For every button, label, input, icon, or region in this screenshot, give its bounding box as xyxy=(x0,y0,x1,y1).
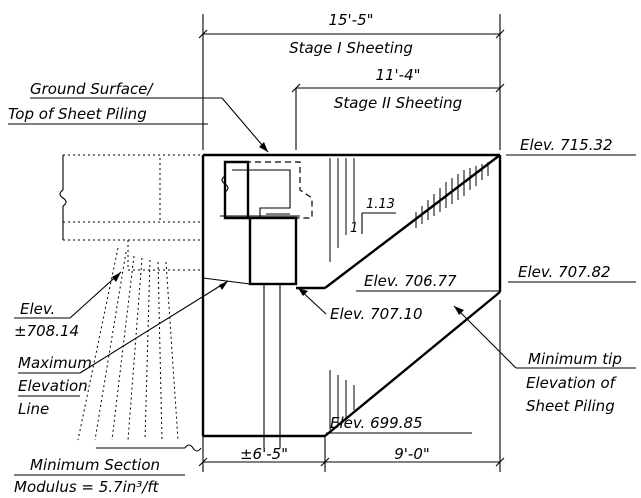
slope-rise-label: 1 xyxy=(350,221,358,236)
slope-run-label: 1.13 xyxy=(366,197,395,212)
max-elev-label-3: Line xyxy=(18,400,49,418)
min-tip-label-3: Sheet Piling xyxy=(526,397,615,415)
max-elevation-callout: Maximum Elevation Line xyxy=(18,280,229,418)
elev-left-callout: Elev. ±708.14 xyxy=(14,271,122,340)
max-elev-label-1: Maximum xyxy=(18,354,92,372)
elev-707-10-callout: Elev. 707.10 xyxy=(297,287,423,323)
stage2-dimension: 11'-4" Stage II Sheeting xyxy=(291,66,505,150)
elevation-labels-right: Elev. 715.32 Elev. 707.82 Elev. 706.77 E… xyxy=(326,136,636,434)
stage1-length-label: 15'-5" xyxy=(328,11,373,29)
slope-hatch xyxy=(415,162,489,228)
min-section-label-1: Minimum Section xyxy=(30,456,160,474)
min-section-callout: Minimum Section Modulus = 5.7in³/ft xyxy=(14,456,185,496)
min-tip-callout: Minimum tip Elevation of Sheet Piling xyxy=(453,305,636,415)
elev-left-label-2: ±708.14 xyxy=(14,322,79,340)
ground-surface-label-2: Top of Sheet Piling xyxy=(8,105,147,123)
stage1-label: Stage I Sheeting xyxy=(289,39,413,57)
min-tip-label-1: Minimum tip xyxy=(528,350,622,368)
elev-left-label-1: Elev. xyxy=(20,300,55,318)
slope-indicator: 1.13 1 xyxy=(350,197,396,236)
min-tip-label-2: Elevation of xyxy=(526,374,618,392)
stage2-length-label: 11'-4" xyxy=(375,66,420,84)
stage1-dimension: 15'-5" Stage I Sheeting xyxy=(198,11,505,150)
elev-top-label: Elev. 715.32 xyxy=(520,136,613,154)
stage2-label: Stage II Sheeting xyxy=(334,94,462,112)
pier-footing xyxy=(220,160,313,448)
existing-structure xyxy=(59,154,203,452)
elev-706-77-label: Elev. 706.77 xyxy=(364,272,457,290)
max-elev-label-2: Elevation xyxy=(18,377,88,395)
min-section-label-2: Modulus = 5.7in³/ft xyxy=(14,478,160,496)
elev-707-10-label: Elev. 707.10 xyxy=(330,305,423,323)
elev-707-82-label: Elev. 707.82 xyxy=(518,263,611,281)
excavation-outline xyxy=(201,153,502,438)
elev-699-85-label: Elev. 699.85 xyxy=(330,414,423,432)
dim-bottom-left-label: ±6'-5" xyxy=(240,445,288,463)
ground-surface-callout: Ground Surface/ Top of Sheet Piling xyxy=(8,80,269,153)
bottom-dimensions: ±6'-5" 9'-0" xyxy=(198,300,505,472)
sheeting-hatch xyxy=(329,158,355,430)
ground-surface-label-1: Ground Surface/ xyxy=(30,80,154,98)
dim-bottom-right-label: 9'-0" xyxy=(394,445,430,463)
